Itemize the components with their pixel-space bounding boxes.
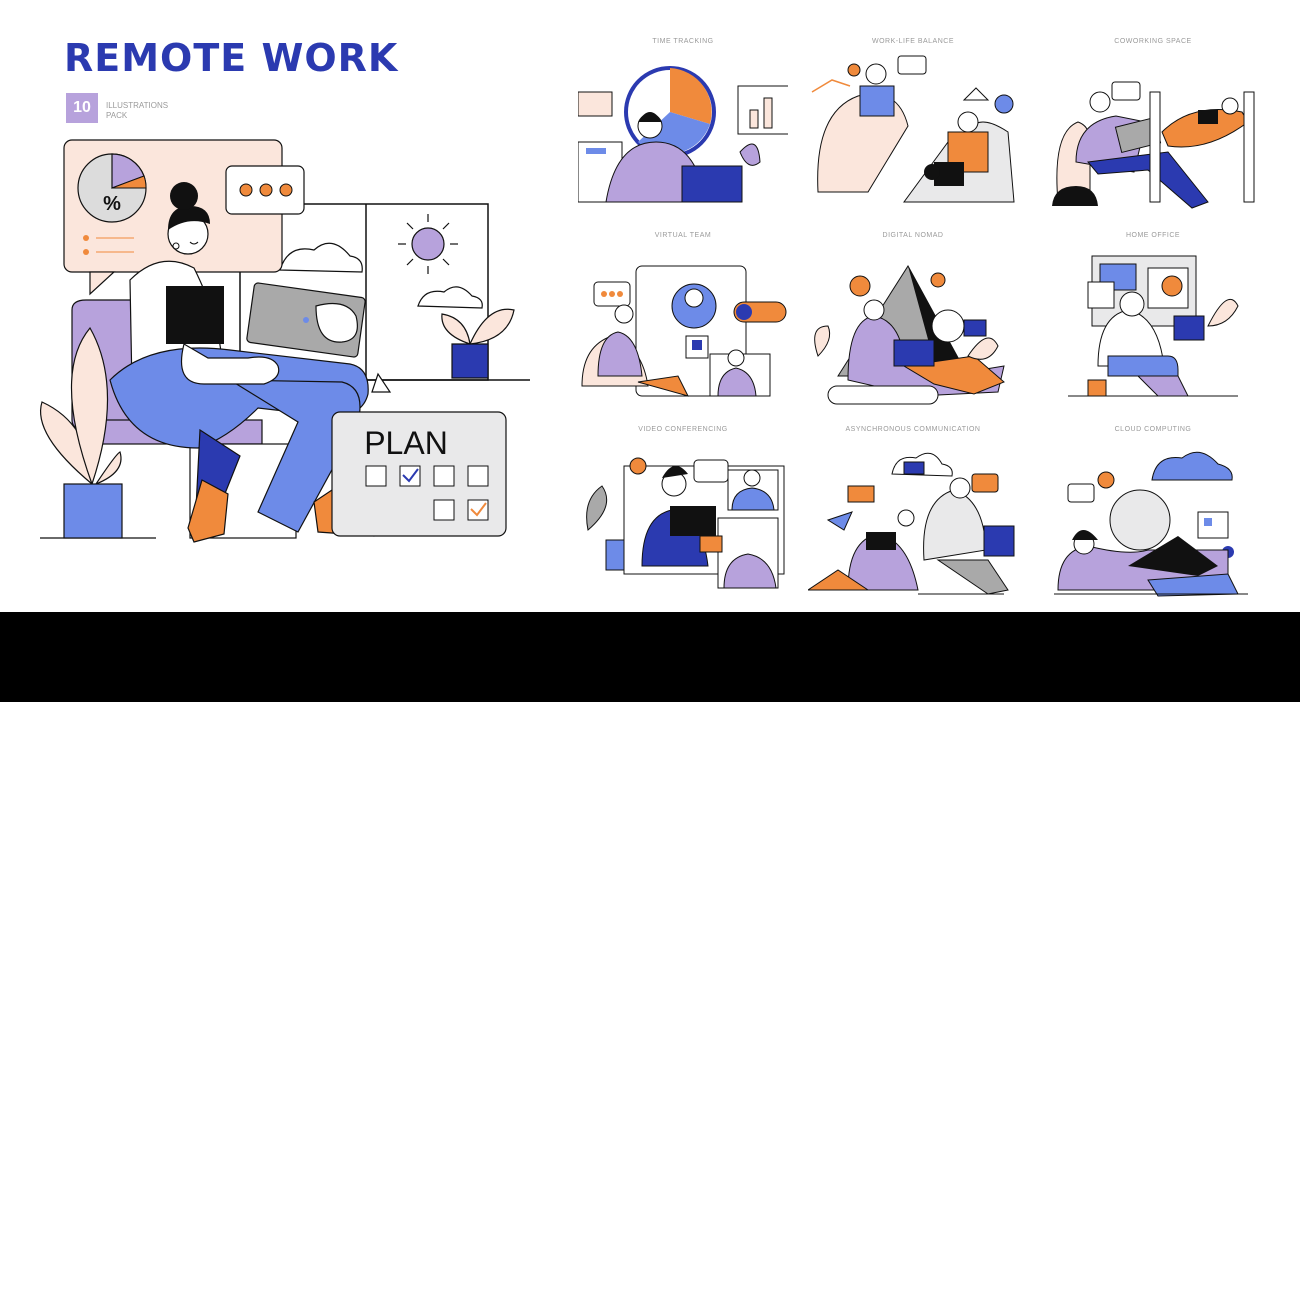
thumbnail-digital-nomad: DIGITAL NOMAD xyxy=(808,232,1018,412)
illustration-canvas: REMOTE WORK 10 ILLUSTRATIONS PACK % xyxy=(0,0,1300,612)
pie-percent-label: % xyxy=(103,193,121,215)
pack-label: ILLUSTRATIONS PACK xyxy=(106,101,169,120)
caption: WORK-LIFE BALANCE xyxy=(871,38,954,45)
image-code: 2WX1TFT xyxy=(1172,1248,1250,1267)
thumbnail-virtual-team: VIRTUAL TEAM xyxy=(578,232,788,412)
page-title: REMOTE WORK xyxy=(64,36,399,80)
thumbnail-asynchronous-communication: ASYNCHRONOUS COMMUNICATION xyxy=(808,426,1018,606)
thumbnail-coworking-space: COWORKING SPACE xyxy=(1048,38,1258,218)
thumbnail-video-conferencing: VIDEO CONFERENCING xyxy=(578,426,788,606)
caption: TIME TRACKING xyxy=(652,38,714,45)
caption: VIRTUAL TEAM xyxy=(654,232,712,239)
caption: HOME OFFICE xyxy=(1125,232,1181,239)
thumbnail-work-life-balance: WORK-LIFE BALANCE xyxy=(808,38,1018,218)
hero-illustration: % PLAN xyxy=(40,139,530,543)
caption: CLOUD COMPUTING xyxy=(1114,426,1192,433)
caption: DIGITAL NOMAD xyxy=(882,232,944,239)
site-url: www.alamy.com xyxy=(1140,1274,1255,1291)
thumbnail-home-office: HOME OFFICE xyxy=(1048,232,1258,412)
caption: VIDEO CONFERENCING xyxy=(638,426,728,433)
alamy-logo: alamy xyxy=(48,1244,200,1298)
thumbnail-time-tracking: TIME TRACKING xyxy=(578,38,788,218)
plan-board-label: PLAN xyxy=(364,425,448,461)
caption: COWORKING SPACE xyxy=(1114,38,1192,45)
watermark-footer: alamy 2WX1TFT www.alamy.com xyxy=(0,612,1300,1298)
thumbnail-cloud-computing: CLOUD COMPUTING xyxy=(1048,426,1258,606)
pack-count-badge: 10 xyxy=(66,93,98,123)
caption: ASYNCHRONOUS COMMUNICATION xyxy=(845,426,981,433)
